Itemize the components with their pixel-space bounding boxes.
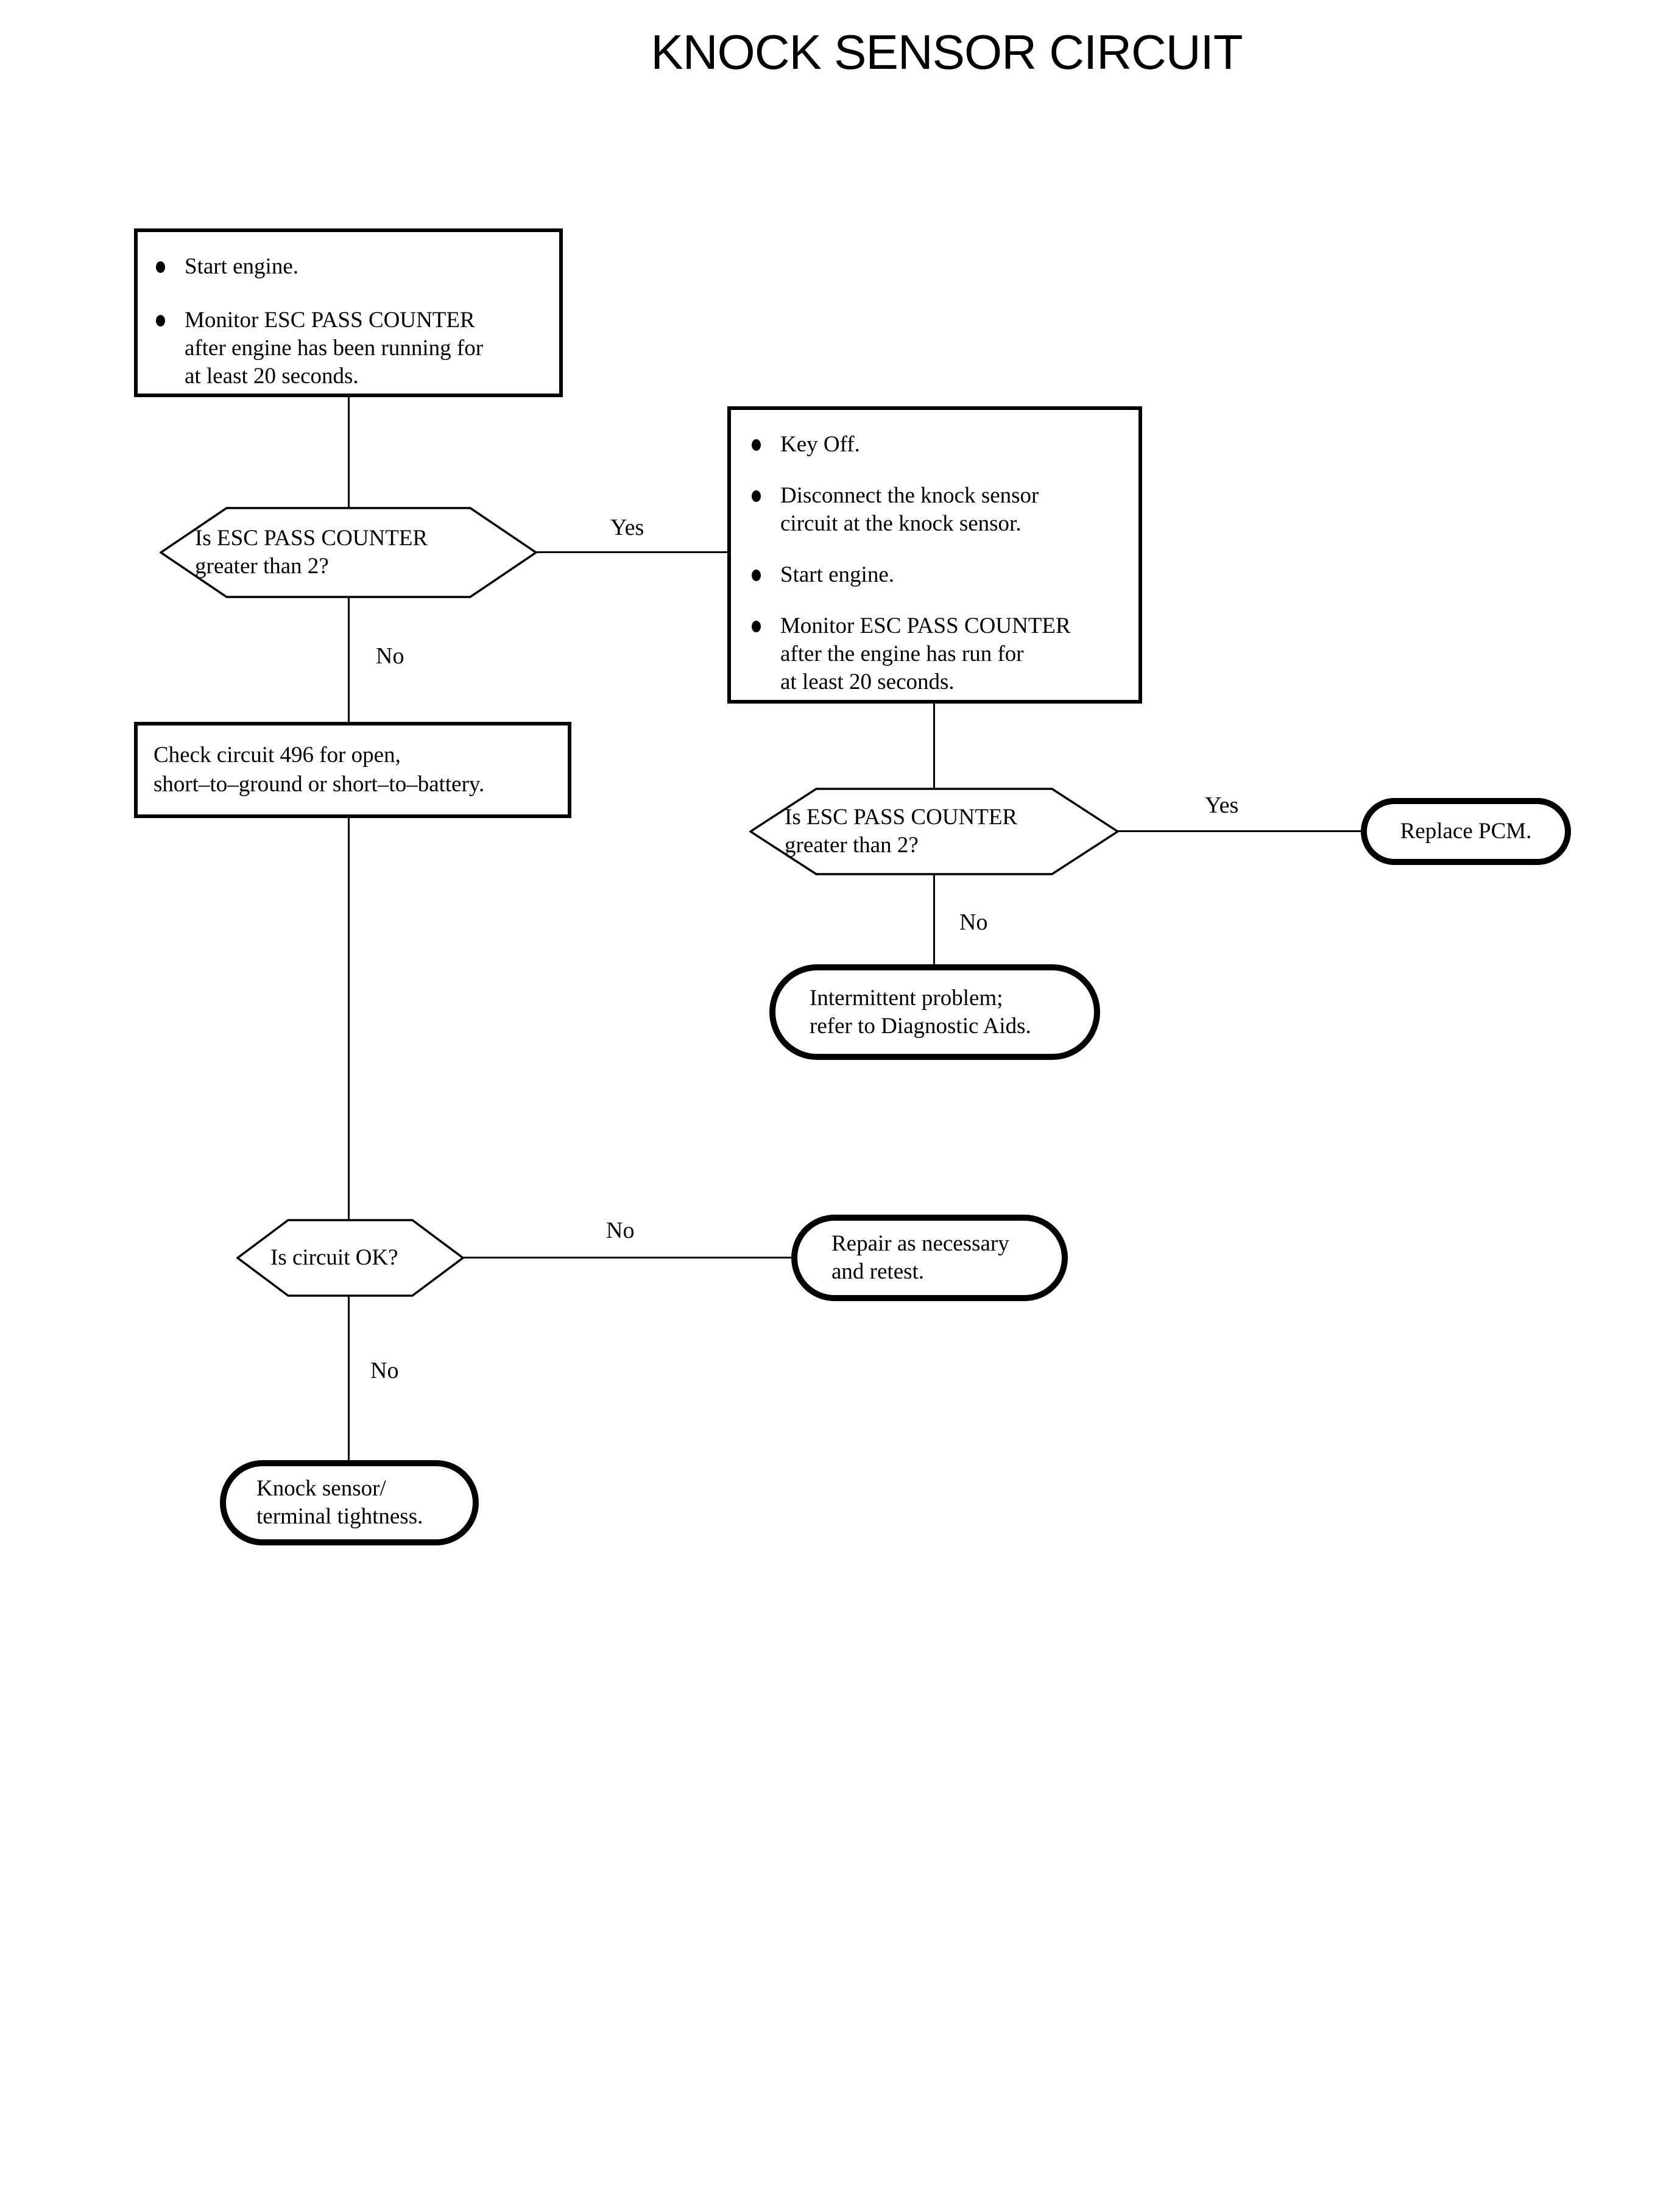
- connector-hex2-no: [933, 874, 935, 966]
- node-decision-esc-counter-1: Is ESC PASS COUNTER greater than 2?: [160, 507, 537, 598]
- node-text-line: Is circuit OK?: [270, 1245, 398, 1270]
- connector-hex3-no-right: [463, 1257, 792, 1259]
- node-text-line: at least 20 seconds.: [780, 669, 955, 694]
- connector-check-to-hex3: [348, 817, 350, 1220]
- list-item: Monitor ESC PASS COUNTER after engine ha…: [156, 306, 548, 390]
- connector-hex1-no: [348, 597, 350, 723]
- node-text-line: circuit at the knock sensor.: [780, 511, 1022, 536]
- node-text-line: Is ESC PASS COUNTER: [195, 526, 428, 551]
- hexagon-shape: [160, 507, 537, 598]
- node-text-line: greater than 2?: [195, 554, 329, 579]
- connector-start-to-hex1: [348, 396, 350, 508]
- edge-label-no: No: [376, 643, 404, 669]
- edge-label-yes: Yes: [610, 515, 644, 540]
- bullet-icon: [752, 490, 761, 502]
- hexagon-shape: [236, 1219, 464, 1297]
- connector-hex1-yes: [536, 551, 729, 553]
- list-item: Monitor ESC PASS COUNTER after the engin…: [752, 612, 1130, 696]
- node-decision-circuit-ok: Is circuit OK?: [236, 1219, 464, 1297]
- node-decision-esc-counter-2: Is ESC PASS COUNTER greater than 2?: [749, 788, 1119, 875]
- node-text-line: at least 20 seconds.: [185, 364, 359, 389]
- node-key-off-disconnect: Key Off. Disconnect the knock sensor cir…: [727, 406, 1142, 704]
- node-text-line: Start engine.: [185, 254, 299, 279]
- bullet-icon: [752, 621, 761, 632]
- node-text-line: after the engine has run for: [780, 641, 1024, 666]
- bullet-icon: [752, 439, 761, 451]
- edge-label-no: No: [959, 909, 988, 935]
- connector-hex2-yes: [1118, 830, 1361, 832]
- node-intermittent-problem: Intermittent problem; refer to Diagnosti…: [769, 964, 1100, 1060]
- list-item: Disconnect the knock sensor circuit at t…: [752, 482, 1130, 538]
- hexagon-shape: [749, 788, 1119, 875]
- edge-label-no: No: [606, 1218, 635, 1243]
- node-repair-retest: Repair as necessary and retest.: [791, 1215, 1068, 1301]
- list-item: Key Off.: [752, 431, 1130, 459]
- edge-label-no: No: [370, 1358, 399, 1383]
- node-text-line: Check circuit 496 for open,: [154, 743, 401, 768]
- node-text-line: terminal tightness.: [256, 1504, 423, 1529]
- node-text-line: Monitor ESC PASS COUNTER: [780, 613, 1071, 638]
- connector-hex3-no-down: [348, 1296, 350, 1461]
- bullet-icon: [156, 261, 165, 273]
- node-text-line: Knock sensor/: [256, 1476, 386, 1501]
- edge-label-yes: Yes: [1205, 793, 1239, 818]
- node-text-line: Replace PCM.: [1400, 819, 1532, 844]
- bullet-icon: [752, 570, 761, 581]
- node-text-line: short–to–ground or short–to–battery.: [154, 772, 485, 797]
- node-start-engine-monitor: Start engine. Monitor ESC PASS COUNTER a…: [134, 228, 563, 397]
- node-text-line: Disconnect the knock sensor: [780, 483, 1039, 508]
- list-item: Start engine.: [156, 253, 548, 281]
- node-text-line: greater than 2?: [785, 833, 919, 858]
- node-text-line: after engine has been running for: [185, 336, 484, 361]
- node-text-line: Intermittent problem;: [810, 985, 1003, 1011]
- connector-keyoff-to-hex2: [933, 702, 935, 789]
- node-text-line: Start engine.: [780, 562, 895, 587]
- node-knock-sensor-tightness: Knock sensor/ terminal tightness.: [220, 1460, 479, 1545]
- node-text-line: refer to Diagnostic Aids.: [810, 1013, 1031, 1039]
- node-check-circuit-496: Check circuit 496 for open, short–to–gro…: [134, 722, 571, 818]
- node-replace-pcm: Replace PCM.: [1361, 798, 1571, 865]
- bullet-icon: [156, 315, 165, 327]
- node-text-line: Repair as necessary: [831, 1231, 1009, 1256]
- node-text-line: Is ESC PASS COUNTER: [785, 805, 1018, 830]
- page-title: KNOCK SENSOR CIRCUIT: [651, 25, 1243, 79]
- node-text-line: and retest.: [831, 1259, 925, 1284]
- node-text-line: Monitor ESC PASS COUNTER: [185, 308, 475, 333]
- node-text-line: Key Off.: [780, 432, 860, 457]
- list-item: Start engine.: [752, 561, 1130, 589]
